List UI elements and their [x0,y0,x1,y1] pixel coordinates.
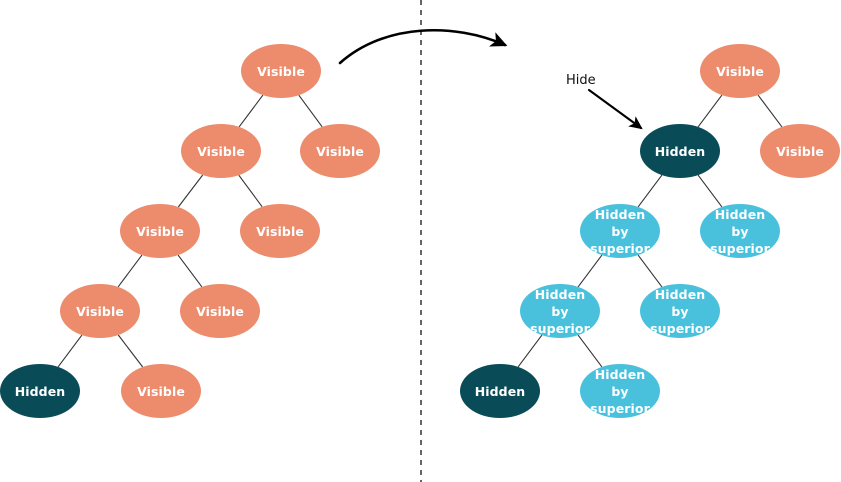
tree-node-hidden-by-superior[interactable]: Hidden by superior [700,204,780,258]
tree-node-label: Visible [196,303,244,319]
tree-node-visible[interactable]: Visible [300,124,380,178]
tree-node-label: Hidden [654,143,706,159]
tree-node-label: Visible [136,223,184,239]
tree-node-visible[interactable]: Visible [121,364,201,418]
tree-node-hidden-by-superior[interactable]: Hidden by superior [580,204,660,258]
tree-node-label: Visible [257,63,305,79]
tree-node-label: Hidden by superior [590,366,650,416]
tree-node-visible[interactable]: Visible [180,284,260,338]
tree-node-visible[interactable]: Visible [700,44,780,98]
tree-node-visible[interactable]: Visible [760,124,840,178]
tree-node-visible[interactable]: Visible [60,284,140,338]
hide-annotation-label: Hide [566,73,596,88]
tree-node-label: Hidden by superior [590,206,650,256]
tree-node-hidden[interactable]: Hidden [640,124,720,178]
tree-node-label: Hidden by superior [650,286,710,336]
tree-node-label: Visible [716,63,764,79]
tree-node-visible[interactable]: Visible [181,124,261,178]
tree-node-label: Visible [76,303,124,319]
tree-node-hidden[interactable]: Hidden [460,364,540,418]
tree-node-label: Hidden [14,383,66,399]
tree-node-visible[interactable]: Visible [241,44,321,98]
tree-node-label: Visible [137,383,185,399]
tree-node-label: Hidden by superior [710,206,770,256]
tree-node-label: Hidden [474,383,526,399]
tree-node-visible[interactable]: Visible [120,204,200,258]
tree-node-hidden-by-superior[interactable]: Hidden by superior [640,284,720,338]
tree-node-visible[interactable]: Visible [240,204,320,258]
tree-node-hidden[interactable]: Hidden [0,364,80,418]
tree-node-hidden-by-superior[interactable]: Hidden by superior [580,364,660,418]
tree-node-label: Visible [316,143,364,159]
tree-node-label: Visible [256,223,304,239]
tree-node-label: Hidden by superior [530,286,590,336]
tree-node-label: Visible [197,143,245,159]
tree-node-label: Visible [776,143,824,159]
tree-node-hidden-by-superior[interactable]: Hidden by superior [520,284,600,338]
